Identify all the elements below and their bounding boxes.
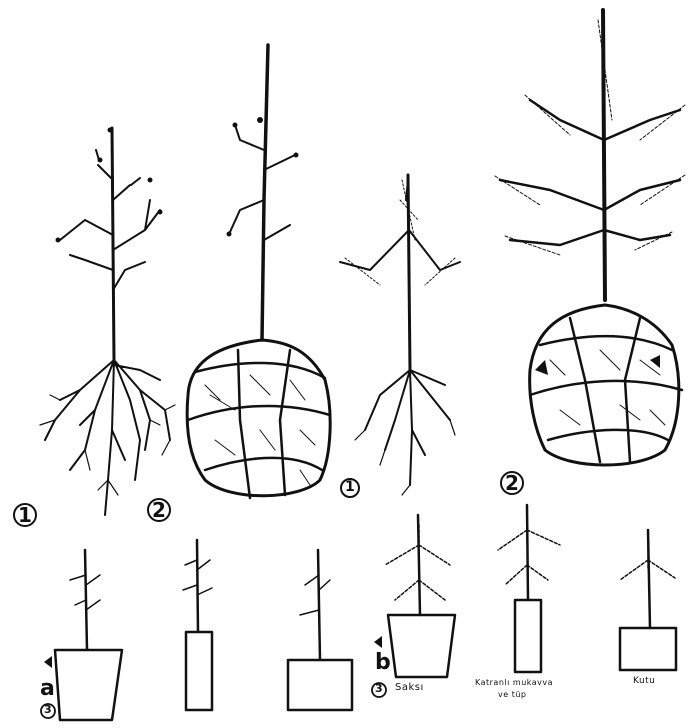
label-saksi: Saksı xyxy=(395,682,424,693)
bare-root-conifer-tree xyxy=(340,175,460,495)
balled-deciduous-tree xyxy=(187,45,330,498)
label-2-left: 2 xyxy=(152,498,166,522)
tube-seedling-conifer xyxy=(498,505,560,672)
label-3-a: 3 xyxy=(44,703,52,716)
label-1-left: 1 xyxy=(18,503,32,527)
pot-seedling-deciduous xyxy=(44,550,122,720)
label-letter-a: a xyxy=(40,676,55,701)
label-kutu: Kutu xyxy=(633,676,655,686)
box-seedling-conifer xyxy=(620,530,676,670)
label-1-right: 1 xyxy=(345,479,355,495)
label-3-b: 3 xyxy=(375,682,383,695)
label-letter-b: b xyxy=(375,650,391,675)
box-seedling-deciduous xyxy=(288,550,352,710)
label-katranli-line2: ve tüp xyxy=(498,690,526,699)
label-2-right: 2 xyxy=(505,471,519,495)
tube-seedling-deciduous xyxy=(183,540,212,710)
balled-conifer-tree xyxy=(495,10,685,465)
label-katranli-line1: Katranlı mukavva xyxy=(475,678,553,687)
bare-root-deciduous-tree xyxy=(40,128,175,516)
